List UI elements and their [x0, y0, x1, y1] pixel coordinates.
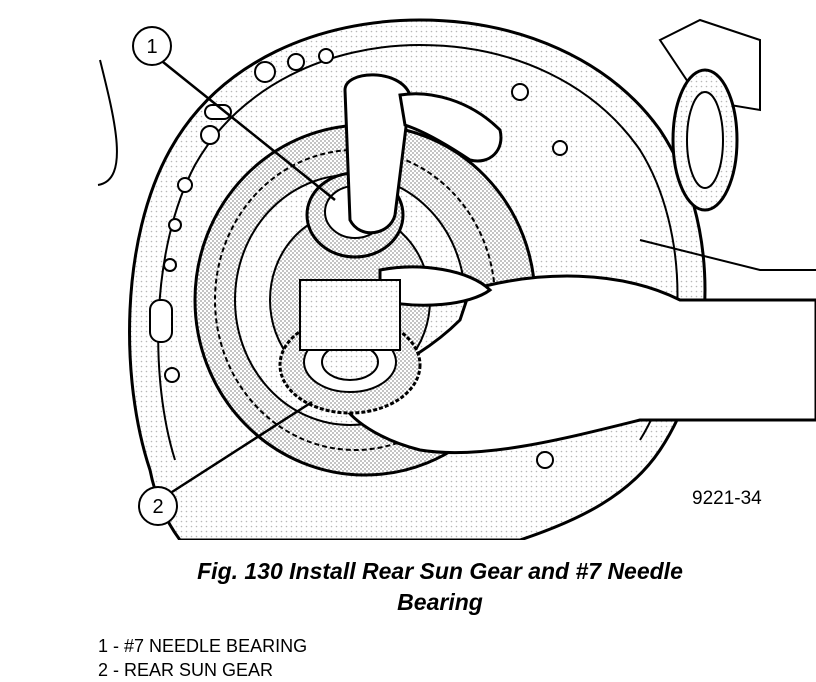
callout-1-number: 1: [146, 36, 157, 58]
case-left-edge: [97, 59, 118, 186]
figure-caption: Fig. 130 Install Rear Sun Gear and #7 Ne…: [100, 556, 780, 618]
callout-2: 2: [138, 400, 313, 526]
legend-item: 2 - REAR SUN GEAR: [98, 660, 274, 680]
legend-item: 1 - #7 NEEDLE BEARING: [98, 636, 308, 656]
figure-id: 9221-34: [692, 488, 762, 509]
leader-line-1: [162, 61, 336, 201]
transmission-illustration: 1 2: [97, 18, 816, 540]
caption-line-2: Bearing: [397, 589, 483, 615]
rear-sun-gear: [278, 279, 422, 415]
callout-1: 1: [132, 26, 336, 201]
hand-upper: [343, 73, 503, 235]
leader-line-2: [171, 400, 313, 494]
legend: 1 - #7 NEEDLE BEARING 2 - REAR SUN GEAR: [98, 634, 307, 682]
right-side-component: [639, 18, 816, 271]
callout-2-number: 2: [152, 496, 163, 518]
caption-line-1: Fig. 130 Install Rear Sun Gear and #7 Ne…: [197, 558, 683, 584]
